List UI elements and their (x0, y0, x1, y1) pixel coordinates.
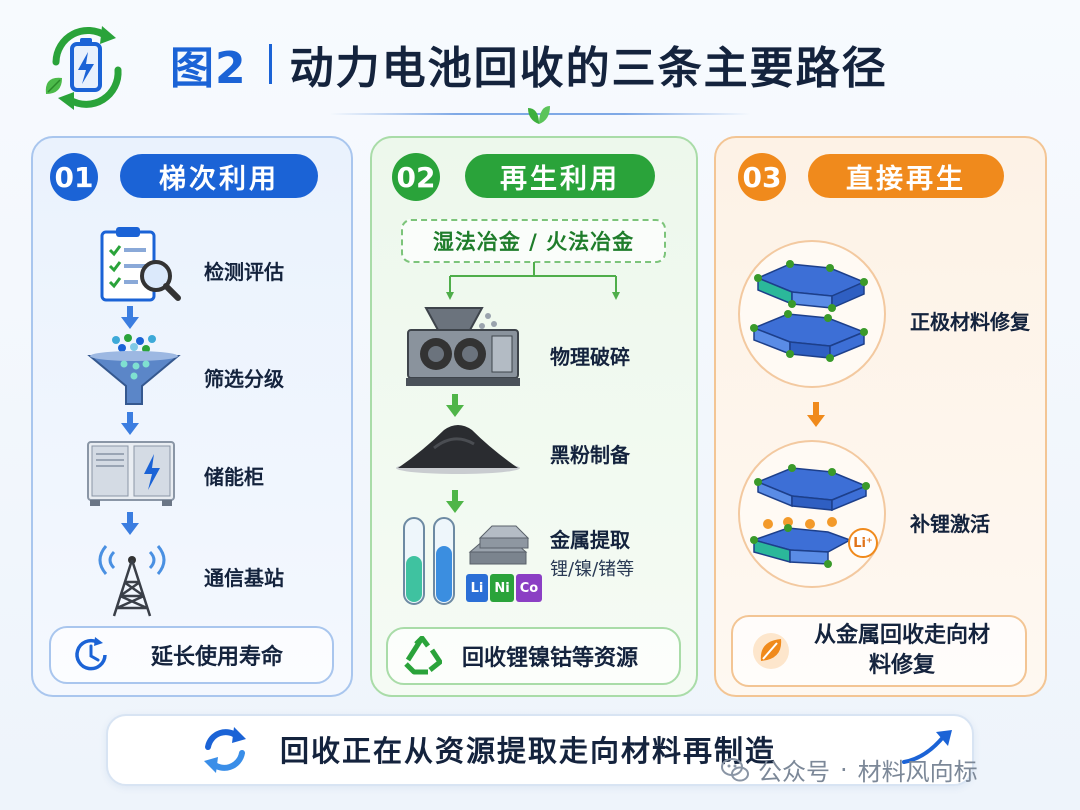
battery-recycle-logo-icon (36, 22, 136, 112)
step-telecom-station: 通信基站 (204, 566, 284, 590)
clock-icon (71, 635, 111, 675)
signal-tower-icon (90, 536, 174, 618)
panel2-number: 02 (392, 153, 440, 201)
element-badges: Li Ni Co (466, 574, 542, 602)
crusher-machine-icon (404, 302, 522, 390)
step-storage-cabinet: 储能柜 (204, 465, 264, 489)
element-co-badge: Co (516, 574, 542, 602)
step-crushing: 物理破碎 (550, 345, 630, 369)
watermark-dot: · (840, 755, 848, 784)
element-li-badge: Li (466, 574, 488, 602)
title-text: 动力电池回收的三条主要路径 (289, 43, 888, 94)
watermark-account: 材料风向标 (857, 758, 978, 786)
title-underline (330, 113, 750, 115)
step-sorting: 筛选分级 (204, 367, 284, 391)
panel-direct-regeneration (714, 136, 1047, 697)
metallurgy-methods: 湿法冶金 / 火法冶金 (401, 219, 666, 263)
panel3-outcome: 从金属回收走向材料修复 (731, 615, 1027, 687)
panel2-outcome-text: 回收锂镍钴等资源 (462, 646, 639, 671)
panel2-title: 再生利用 (465, 154, 655, 198)
lithium-replenish-icon: Li⁺ (738, 440, 886, 588)
step-black-mass: 黑粉制备 (550, 443, 630, 467)
panel1-outcome: 延长使用寿命 (49, 626, 334, 684)
figure-label: 图2 (170, 43, 247, 94)
arrow-down-icon (445, 490, 465, 514)
page-title: 图2 动力电池回收的三条主要路径 (170, 32, 888, 96)
trend-arrow-icon (900, 728, 954, 766)
energy-storage-cabinet-icon (86, 438, 176, 508)
panel3-title: 直接再生 (808, 154, 1004, 198)
leaf-icon (524, 100, 554, 126)
black-powder-pile-icon (394, 418, 522, 476)
watermark-source: 公众号 (758, 758, 830, 786)
lithium-ion-badge: Li⁺ (848, 528, 878, 558)
cycle-arrows-icon (200, 725, 250, 775)
step-inspection: 检测评估 (204, 260, 284, 284)
arrow-down-icon (120, 306, 140, 330)
wechat-icon (720, 755, 750, 785)
footer-banner (106, 714, 974, 786)
branch-connector (446, 262, 622, 302)
arrow-down-icon (445, 394, 465, 418)
panel1-outcome-text: 延长使用寿命 (151, 645, 284, 670)
leaf-icon (751, 631, 791, 671)
watermark: 公众号 · 材料风向标 (720, 752, 978, 787)
footer-summary: 回收正在从资源提取走向材料再制造 (280, 734, 777, 768)
title-divider (268, 44, 272, 84)
element-ni-badge: Ni (490, 574, 514, 602)
extracted-metals: 锂/镍/锗等 (550, 559, 635, 580)
recycle-icon (402, 635, 443, 676)
panel1-number: 01 (50, 153, 98, 201)
panel1-title: 梯次利用 (120, 154, 318, 198)
metal-ingots-icon (466, 518, 532, 568)
panel3-number: 03 (738, 153, 786, 201)
panel3-outcome-text: 从金属回收走向材料修复 (813, 623, 990, 678)
arrow-down-icon (806, 402, 826, 428)
step-metal-extraction: 金属提取 (550, 528, 630, 552)
panel2-outcome: 回收锂镍钴等资源 (386, 627, 681, 685)
clipboard-magnifier-icon (96, 226, 182, 304)
test-tubes-icon (400, 516, 464, 608)
funnel-icon (86, 334, 182, 410)
step-cathode-repair: 正极材料修复 (910, 310, 1030, 334)
arrow-down-icon (120, 412, 140, 436)
cathode-crystal-icon (738, 240, 886, 388)
panel-cascade-use (31, 136, 353, 697)
arrow-down-icon (120, 512, 140, 536)
step-lithium-activation: 补锂激活 (910, 512, 990, 536)
